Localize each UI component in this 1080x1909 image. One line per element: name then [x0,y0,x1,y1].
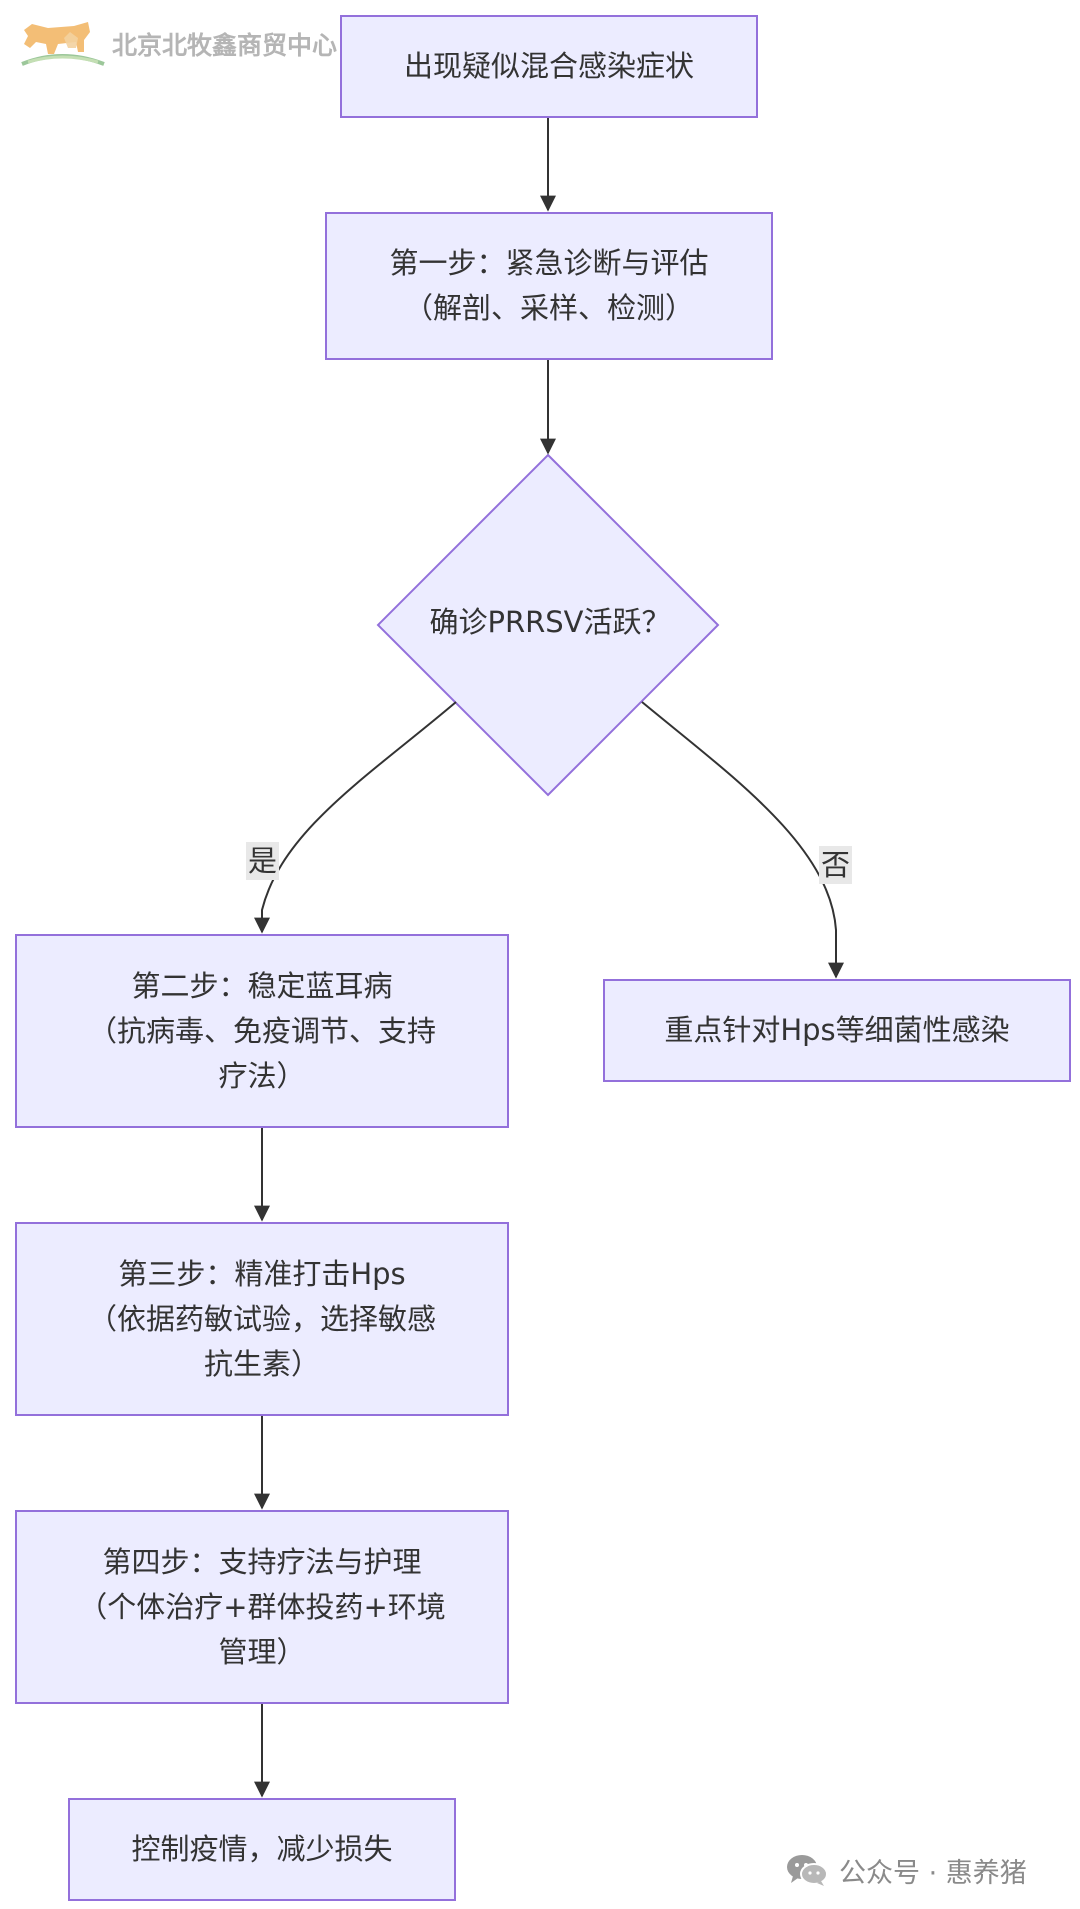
edge-label-yes: 是 [246,842,280,880]
node-step4-line: （个体治疗+群体投药+环境 [78,1589,446,1624]
org-name-watermark: 北京北牧鑫商贸中心 [112,31,338,60]
edge-decision-to-bacterial [641,701,844,979]
node-step4-supportive-care: 第四步：支持疗法与护理 （个体治疗+群体投药+环境 管理） [15,1510,509,1704]
watermark-logo: 北京北牧鑫商贸中心 [18,16,337,72]
node-step2-line: 疗法） [218,1058,306,1093]
node-step2-line: 第二步：稳定蓝耳病 [131,968,393,1003]
watermark-account: 公众号 · 惠养猪 [785,1850,1027,1890]
node-step2-line: （抗病毒、免疫调节、支持 [87,1013,436,1048]
node-step3-target-hps: 第三步：精准打击Hps （依据药敏试验，选择敏感 抗生素） [15,1222,509,1416]
node-bacterial-focus: 重点针对Hps等细菌性感染 [603,979,1071,1082]
node-step2-stabilize-prrs: 第二步：稳定蓝耳病 （抗病毒、免疫调节、支持 疗法） [15,934,509,1128]
node-step1-line: 第一步：紧急诊断与评估 [389,246,709,280]
edge-decision-to-step2 [254,701,457,934]
node-step1-diagnosis: 第一步：紧急诊断与评估 （解剖、采样、检测） [325,212,773,360]
node-step3-line: 第三步：精准打击Hps [118,1256,406,1291]
node-step1-line: （解剖、采样、检测） [403,291,694,325]
node-end-control: 控制疫情，减少损失 [68,1798,456,1901]
node-end-line: 控制疫情，减少损失 [131,1832,393,1866]
edge-label-no: 否 [819,846,853,884]
node-decision-label: 确诊PRRSV活跃？ [429,605,671,639]
account-name-watermark: 公众号 · 惠养猪 [839,1857,1027,1889]
node-start: 出现疑似混合感染症状 [340,15,758,118]
node-step4-line: 第四步：支持疗法与护理 [102,1544,422,1579]
wechat-icon [787,1855,828,1886]
node-step4-line: 管理） [218,1634,306,1669]
node-bacterial-line: 重点针对Hps等细菌性感染 [664,1013,1010,1047]
node-step3-line: （依据药敏试验，选择敏感 [87,1301,436,1336]
node-step3-line: 抗生素） [203,1346,320,1381]
node-start-line: 出现疑似混合感染症状 [403,49,694,83]
decision-diamond [376,453,720,797]
livestock-logo-icon [21,22,105,66]
